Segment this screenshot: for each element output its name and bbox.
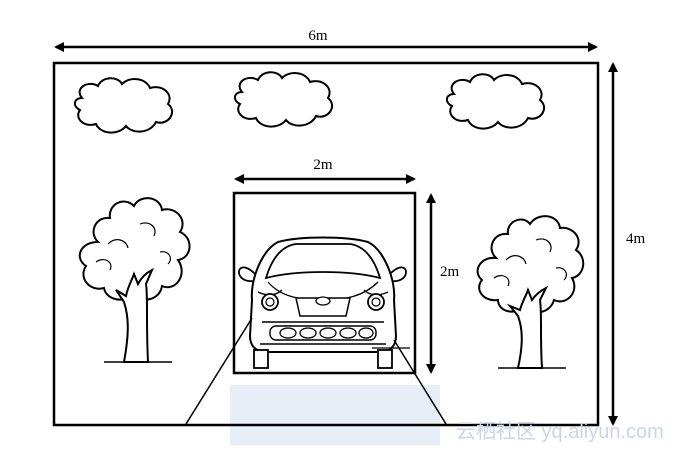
outer-height-label: 4m (626, 231, 646, 247)
cloud-right (446, 73, 546, 130)
outer-frame (52, 61, 600, 427)
car-grille (295, 297, 351, 317)
perspective-line-left (185, 317, 253, 425)
car-logo (315, 296, 331, 306)
watermark-band (230, 385, 440, 445)
tree-left (78, 197, 191, 363)
car-windshield (264, 243, 382, 280)
cloud-left (74, 77, 174, 134)
cloud-center (234, 71, 334, 128)
inner-height-label: 2m (440, 264, 460, 280)
car-right-wheel (377, 349, 393, 369)
inner-width-label: 2m (313, 157, 333, 173)
tree-right (476, 215, 585, 369)
outer-width-label: 6m (308, 28, 328, 44)
car-left-wheel (253, 349, 269, 369)
perspective-line-right (393, 339, 447, 425)
watermark-text: 云栖社区 yq.aliyun.com (456, 420, 664, 443)
car-front-view (238, 236, 410, 369)
